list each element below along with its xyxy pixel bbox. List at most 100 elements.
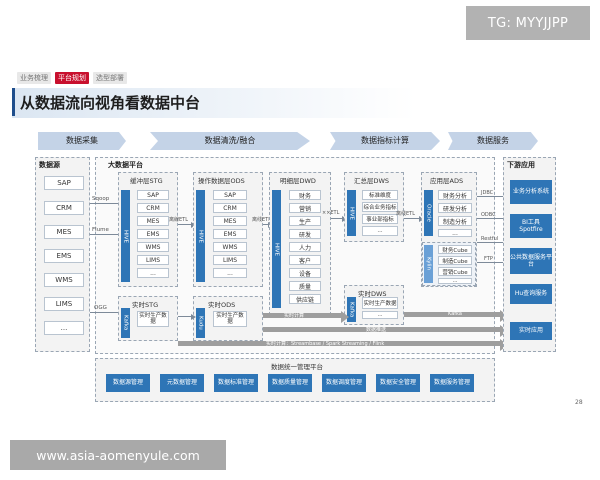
ads-cube-item: 营销Cube: [438, 267, 472, 276]
ds-item-lims: LIMS: [44, 297, 84, 311]
rt-stg-title: 实时STG: [132, 301, 159, 309]
mgmt-item[interactable]: 数据安全管理: [376, 374, 420, 392]
rt-dws-item: 实时生产数据: [362, 297, 398, 309]
dwd-item: 研发: [289, 229, 321, 239]
mgmt-item[interactable]: 数据源管理: [106, 374, 150, 392]
ods-item: LIMS: [213, 255, 247, 265]
ads-item: 制造分析: [438, 216, 472, 226]
ftp-label: FTP: [484, 256, 493, 262]
flume-arrow: [90, 231, 124, 238]
stage-calc: 数据指标计算: [330, 132, 440, 150]
dwd-item: 质量: [289, 281, 321, 291]
stream-label: 实时计算：Streambase / Spark Streaming / Flin…: [266, 341, 385, 347]
dwd-title: 明细层DWD: [280, 177, 316, 185]
page-title: 从数据流向视角看数据中台: [20, 94, 201, 112]
ogg-arrow: [90, 309, 124, 316]
ads-cube-item: 制造Cube: [438, 256, 472, 265]
ds-item-mes: MES: [44, 225, 84, 239]
odbc-arrow: [477, 215, 509, 222]
buffer-hive-bar: HIVE: [121, 190, 130, 282]
buffer-item: CRM: [137, 203, 169, 213]
breadcrumb-item-1[interactable]: 业务梳理: [17, 72, 51, 84]
page-number: 28: [575, 399, 583, 406]
stage-service: 数据服务: [448, 132, 538, 150]
ods-item: ...: [213, 268, 247, 278]
rt-arrow-stg-ods: [178, 313, 196, 320]
ftp-arrow: [477, 259, 509, 266]
downstream-item[interactable]: BI工具 Spotfire: [510, 214, 552, 238]
etl-arrow-4: [404, 215, 424, 222]
buffer-item: MES: [137, 216, 169, 226]
rt-calc-arrow: [263, 311, 349, 323]
buffer-item: WMS: [137, 242, 169, 252]
title-accent-bar: [12, 88, 15, 116]
buffer-item: ...: [137, 268, 169, 278]
jdbc-label: JDBC: [481, 190, 494, 196]
dws-item: 综合业务指标: [362, 202, 398, 212]
downstream-item[interactable]: 实时应用: [510, 322, 552, 340]
watermark-bottom: www.asia-aomenyule.com: [10, 440, 226, 470]
platform-title: 大数据平台: [108, 161, 143, 169]
buffer-item: SAP: [137, 190, 169, 200]
rt-ods-title: 实时ODS: [208, 301, 236, 309]
stage-collect: 数据采集: [38, 132, 126, 150]
ads-cube-item: 财务Cube: [438, 245, 472, 254]
watermark-top: TG: MYYJJPP: [466, 6, 590, 40]
breadcrumb-item-2[interactable]: 平台规划: [55, 72, 89, 84]
dwd-item: 客户: [289, 255, 321, 265]
ds-item-sap: SAP: [44, 176, 84, 190]
ads-kylin-bar: Kylin: [424, 245, 433, 283]
rt-dws-title: 实时DWS: [358, 290, 387, 298]
dwd-item: 营销: [289, 203, 321, 213]
downstream-item[interactable]: 业务分析系统: [510, 180, 552, 204]
ogg-label: OGG: [94, 305, 107, 311]
downstream-title: 下游应用: [507, 161, 535, 169]
buffer-stg-title: 缓冲层STG: [130, 177, 163, 185]
ds-item-ems: EMS: [44, 249, 84, 263]
ds-item-crm: CRM: [44, 201, 84, 215]
mgmt-item[interactable]: 数据质量管理: [268, 374, 312, 392]
dwd-hive-bar: HIVE: [272, 190, 281, 308]
ads-cube-item: ...: [438, 278, 472, 284]
dwd-item: 财务: [289, 190, 321, 200]
ods-item: MES: [213, 216, 247, 226]
mgmt-item[interactable]: 数据服务管理: [430, 374, 474, 392]
etl-arrow-3: [331, 215, 347, 222]
dwd-item: 设备: [289, 268, 321, 278]
ds-item-more: ...: [44, 321, 84, 335]
ds-item-wms: WMS: [44, 273, 84, 287]
ods-item: EMS: [213, 229, 247, 239]
downstream-item[interactable]: Hu查询服务: [510, 284, 552, 304]
odbc-label: ODBC: [481, 212, 496, 218]
title-band: [12, 88, 588, 118]
kafka-label: Kafka: [448, 311, 462, 317]
jdbc-arrow: [477, 193, 509, 200]
mgmt-item[interactable]: 数据标准管理: [214, 374, 258, 392]
ods-item: SAP: [213, 190, 247, 200]
mgmt-item[interactable]: 数据调度管理: [322, 374, 366, 392]
ods-hive-bar: HIVE: [196, 190, 205, 282]
data-push-label: 数据推送: [366, 327, 387, 333]
datasource-title: 数据源: [39, 161, 60, 169]
restful-arrow: [477, 239, 509, 246]
etl-label-3: ××ETL: [322, 210, 340, 216]
sqoop-label: Sqoop: [92, 196, 110, 202]
ods-item: CRM: [213, 203, 247, 213]
dws-title: 汇总层DWS: [354, 177, 390, 185]
ads-item: ...: [438, 229, 472, 237]
rt-stg-kafka-bar: Kafka: [121, 308, 130, 338]
dws-item: 事业部指标: [362, 214, 398, 224]
ods-item: WMS: [213, 242, 247, 252]
dwd-item: 生产: [289, 216, 321, 226]
ads-item: 财务分析: [438, 190, 472, 200]
rt-calc-label: 实时计算: [284, 313, 305, 319]
downstream-item[interactable]: 公共数据服务平台: [510, 248, 552, 274]
buffer-item: LIMS: [137, 255, 169, 265]
rt-dws-item: ...: [362, 311, 398, 319]
breadcrumb-item-3[interactable]: 选型部署: [93, 72, 127, 84]
restful-label: Restful: [481, 236, 499, 242]
stage-clean: 数据清洗/融合: [150, 132, 310, 150]
etl-arrow-1: [178, 221, 196, 228]
mgmt-item[interactable]: 元数据管理: [160, 374, 204, 392]
dws-hive-bar: HIVE: [347, 190, 356, 236]
